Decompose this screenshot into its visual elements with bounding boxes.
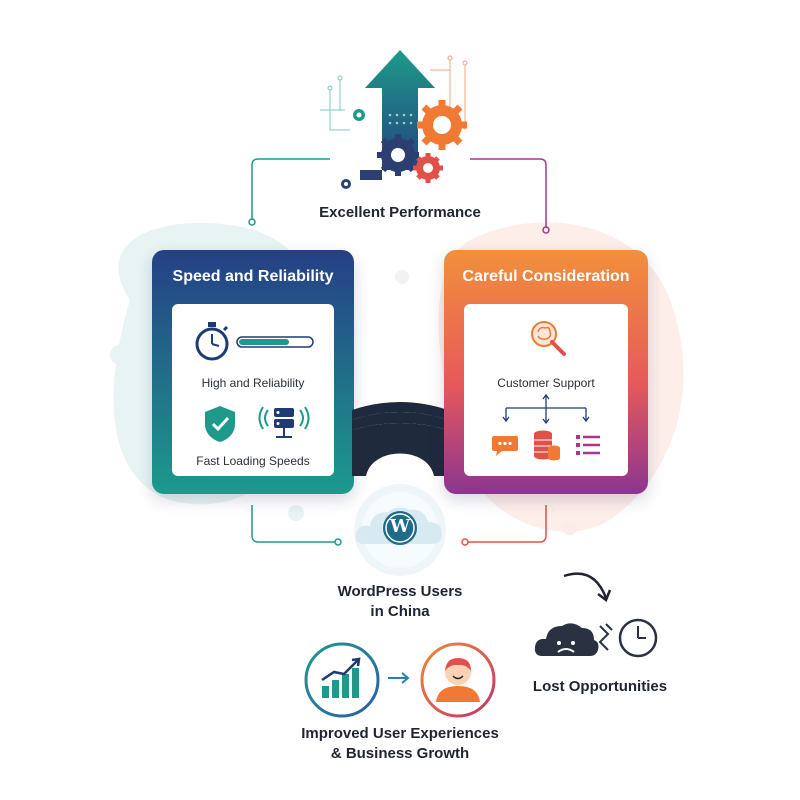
gear-icon	[413, 153, 443, 183]
coins-icon	[534, 430, 560, 461]
fast-loading-label: Fast Loading Speeds	[196, 454, 310, 468]
panel-title: Careful Consideration	[462, 268, 630, 285]
sad-cloud-icon	[534, 623, 599, 656]
gear-icon	[341, 179, 351, 189]
chat-icon	[492, 436, 518, 456]
arrow-right-icon	[388, 672, 410, 684]
panel-content: High and Reliability Fast Loading Speeds	[172, 304, 334, 476]
lost-opportunities-label: Lost Opportunities	[532, 678, 668, 695]
gear-icon	[353, 109, 365, 121]
clock-icon	[618, 618, 658, 658]
customer-support-label: Customer Support	[497, 376, 595, 390]
excellent-performance-label: Excellent Performance	[319, 204, 481, 221]
gear-icon	[417, 100, 467, 150]
shield-check-icon	[205, 406, 235, 442]
growth-chart-icon	[304, 642, 380, 718]
improved-experience-label: Improved User Experiences & Business Gro…	[270, 724, 530, 764]
gear-icon	[377, 134, 419, 176]
high-reliability-label: High and Reliability	[201, 376, 305, 390]
speed-reliability-panel: Speed and Reliability High and Reliabili…	[152, 250, 354, 494]
performance-illustration	[320, 50, 468, 189]
brain-magnifier-icon	[531, 321, 566, 356]
careful-consideration-panel: Careful Consideration Customer Support	[444, 250, 648, 494]
lightning-icon	[598, 623, 613, 651]
panel-title: Speed and Reliability	[172, 268, 334, 285]
wordpress-logo	[383, 511, 417, 545]
progress-bar	[236, 336, 314, 348]
wordpress-users-line2: in China	[370, 603, 430, 620]
hierarchy-icon	[502, 393, 590, 425]
wordpress-letter: W	[389, 516, 411, 537]
improved-experience-line2: & Business Growth	[330, 745, 470, 762]
wordpress-users-label: WordPress Users in China	[280, 582, 520, 622]
wordpress-users-line1: WordPress Users	[337, 583, 463, 600]
user-avatar-icon	[420, 642, 496, 718]
list-icon	[576, 435, 600, 455]
stopwatch-icon	[195, 322, 229, 361]
improved-experience-line1: Improved User Experiences	[301, 725, 499, 742]
arrow-up-icon	[365, 50, 435, 170]
server-signal-icon	[258, 406, 310, 438]
bridge-illustration	[352, 402, 448, 476]
wordpress-cloud	[354, 484, 446, 576]
curved-arrow-icon	[563, 572, 612, 602]
panel-content: Customer Support	[464, 304, 628, 476]
